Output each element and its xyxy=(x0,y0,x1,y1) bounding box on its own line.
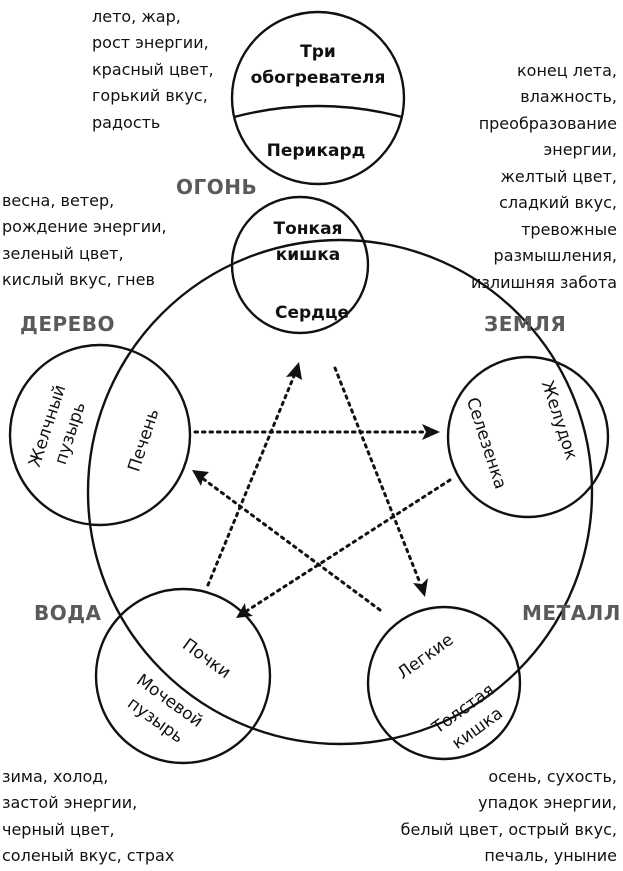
water-circle xyxy=(94,587,272,765)
fire-desc-line: горький вкус, xyxy=(92,86,208,105)
earth-description: конец лета, влажность, преобразование эн… xyxy=(471,61,617,292)
water-desc-line: застой энергии, xyxy=(2,793,137,812)
kidneys-label: Почки xyxy=(178,635,234,683)
earth-desc-line: тревожные xyxy=(521,220,617,239)
arrow-kidneys-to-heart xyxy=(206,374,296,587)
fire-desc-line: рост энергии, xyxy=(92,33,209,52)
wood-desc-line: зеленый цвет, xyxy=(2,244,124,263)
earth-desc-line: размышления, xyxy=(494,246,617,265)
fire-desc-line: красный цвет, xyxy=(92,60,214,79)
water-desc-line: соленый вкус, страх xyxy=(2,846,174,865)
water-desc-line: черный цвет, xyxy=(2,820,115,839)
metal-circle xyxy=(366,605,522,761)
arrow-heart-to-lungs xyxy=(333,366,422,585)
earth-desc-line: желтый цвет, xyxy=(501,167,618,186)
wood-circle xyxy=(8,343,192,527)
element-earth-label: ЗЕМЛЯ xyxy=(484,312,566,336)
lungs-label: Легкие xyxy=(394,630,457,684)
arrow-head-kidneys-to-heart xyxy=(286,362,302,380)
earth-circle xyxy=(446,355,610,519)
wood-description: весна, ветер, рождение энергии, зеленый … xyxy=(2,191,167,289)
fire-description: лето, жар, рост энергии, красный цвет, г… xyxy=(92,7,214,132)
water-description: зима, холод, застой энергии, черный цвет… xyxy=(2,767,174,865)
earth-desc-line: излишняя забота xyxy=(471,273,617,292)
stomach-label: Желудок xyxy=(537,378,581,462)
earth-desc-line: преобразование xyxy=(479,114,617,133)
earth-desc-line: сладкий вкус, xyxy=(499,193,617,212)
metal-desc-line: упадок энергии, xyxy=(478,793,617,812)
main-cycle-circle xyxy=(86,238,594,746)
metal-desc-line: осень, сухость, xyxy=(488,767,617,786)
triple-heater-label-line2: обогревателя xyxy=(251,68,386,88)
fire-circle xyxy=(230,195,370,335)
wood-desc-line: кислый вкус, гнев xyxy=(2,270,155,289)
small-intestine-label-line1: Тонкая xyxy=(274,219,343,239)
triple-heater-circle xyxy=(230,10,406,186)
arrow-head-heart-to-lungs xyxy=(413,578,428,597)
metal-desc-line: белый цвет, острый вкус, xyxy=(401,820,617,839)
spleen-label: Селезенка xyxy=(462,395,510,491)
arrow-head-liver-to-spleen xyxy=(422,424,440,440)
metal-description: осень, сухость, упадок энергии, белый цв… xyxy=(401,767,617,865)
wood-desc-line: весна, ветер, xyxy=(2,191,114,210)
small-intestine-label-line2: кишка xyxy=(276,245,341,265)
element-wood-label: ДЕРЕВО xyxy=(20,312,115,336)
element-water-label: ВОДА xyxy=(34,601,102,625)
fire-desc-line: радость xyxy=(92,113,160,132)
fire-desc-line: лето, жар, xyxy=(92,7,181,26)
arrow-head-lungs-to-liver xyxy=(192,470,209,486)
wood-desc-line: рождение энергии, xyxy=(2,217,167,236)
arrow-head-spleen-to-kidneys xyxy=(236,603,253,618)
water-desc-line: зима, холод, xyxy=(2,767,108,786)
metal-desc-line: печаль, уныние xyxy=(484,846,617,865)
liver-label: Печень xyxy=(124,406,163,474)
earth-desc-line: влажность, xyxy=(520,87,617,106)
triple-heater-label-line1: Три xyxy=(300,42,336,62)
arrow-spleen-to-kidneys xyxy=(243,478,452,614)
arrow-lungs-to-liver xyxy=(200,476,382,612)
earth-desc-line: энергии, xyxy=(543,140,617,159)
element-fire-label: ОГОНЬ xyxy=(176,175,257,199)
earth-desc-line: конец лета, xyxy=(517,61,617,80)
triple-heater-divider xyxy=(233,104,403,119)
pericardium-label: Перикард xyxy=(267,141,366,161)
element-metal-label: МЕТАЛЛ xyxy=(522,601,621,625)
heart-label: Сердце xyxy=(275,303,349,323)
